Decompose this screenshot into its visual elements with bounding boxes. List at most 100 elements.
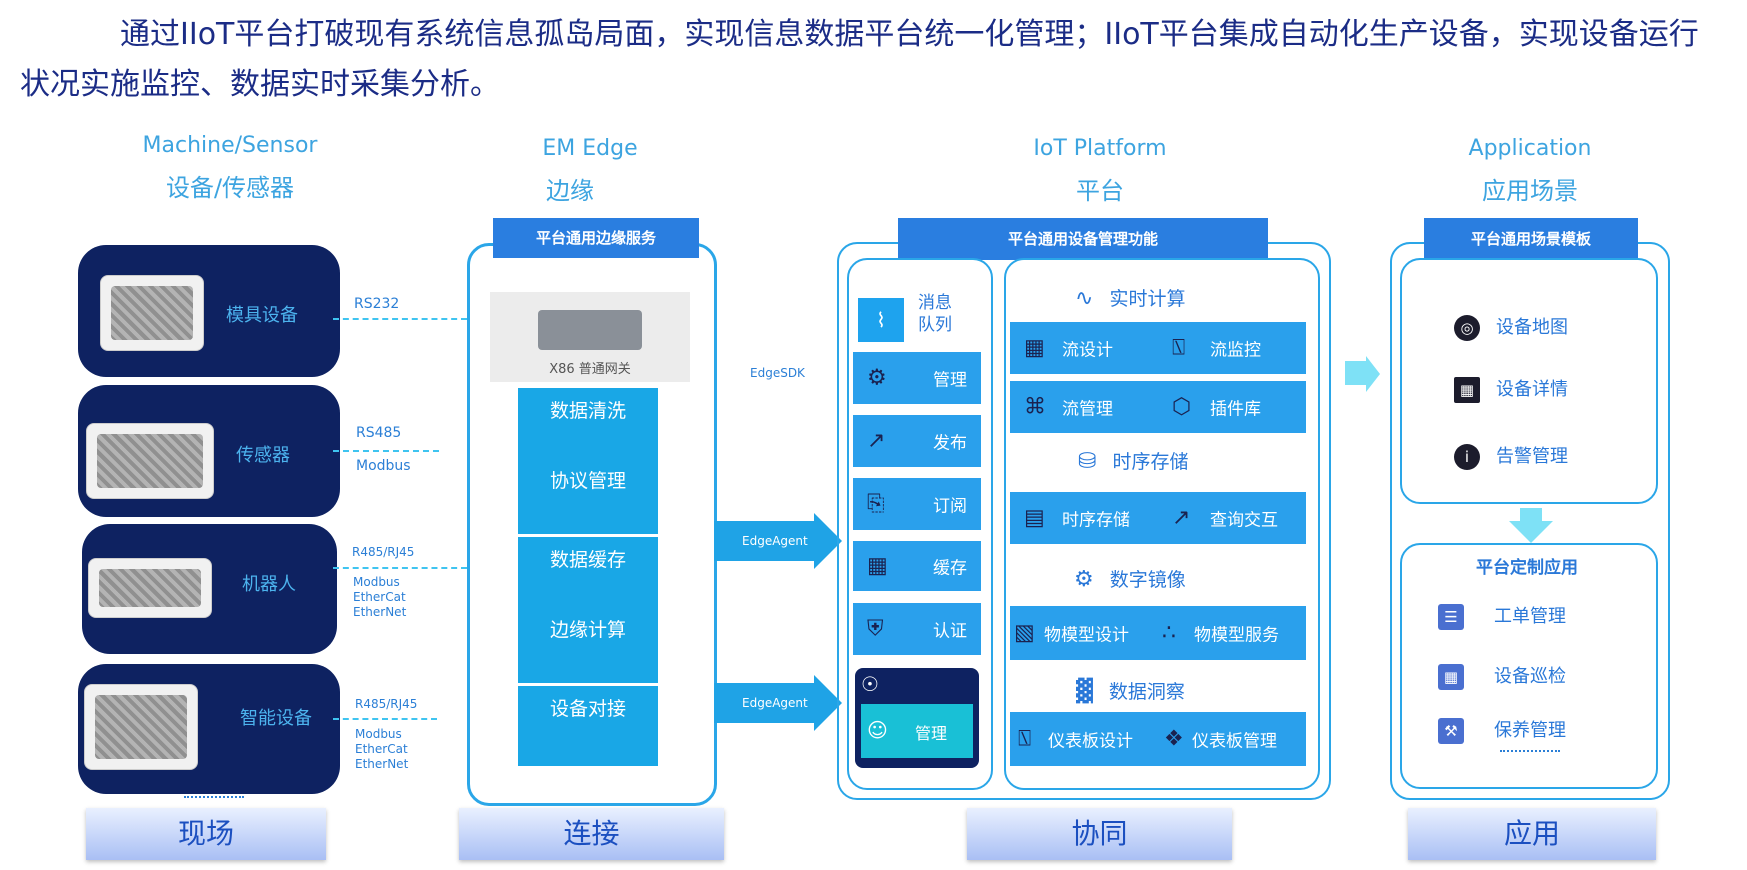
gateway-label: X86 普通网关: [549, 362, 631, 377]
plugin-library-item[interactable]: ⬡插件库: [1158, 381, 1306, 433]
template-label: 设备地图: [1496, 317, 1568, 338]
platform-tile-manage[interactable]: ⚙ 管理: [853, 352, 981, 404]
device-robot[interactable]: 机器人: [82, 524, 337, 654]
platform-left-frame: [847, 258, 993, 790]
section-row: ⌘流管理 ⬡插件库: [1010, 381, 1306, 433]
sensor-image: [86, 423, 214, 499]
protocol-label: RS485: [356, 425, 402, 441]
custom-inspection[interactable]: ▦ 设备巡检: [1438, 662, 1566, 690]
item-label: 流监控: [1210, 340, 1261, 361]
template-alarm-manage[interactable]: i 告警管理: [1454, 442, 1568, 470]
calendar-icon: ▦: [1438, 664, 1464, 690]
item-label: 仪表板管理: [1192, 731, 1277, 752]
custom-label: 保养管理: [1494, 720, 1566, 741]
custom-maintenance[interactable]: ⚒保养管理: [1438, 716, 1566, 744]
flow-monitor-item[interactable]: ⍂流监控: [1158, 322, 1306, 374]
template-label: 告警管理: [1496, 446, 1568, 467]
application-heading: Application 应用场景: [1440, 136, 1620, 206]
edge-service-block: 数据缓存 边缘计算: [518, 537, 658, 683]
shield-icon: ⛨: [867, 616, 884, 642]
dashboard-design-item[interactable]: ⍂仪表板设计: [1010, 712, 1158, 766]
platform-tile-subscribe[interactable]: ⎘ 订阅: [853, 478, 981, 530]
protocol-label: R485/RJ45: [355, 697, 418, 711]
device-label: 传感器: [236, 445, 290, 466]
custom-work-order[interactable]: ☰工单管理: [1438, 602, 1566, 630]
section-row: ⍂仪表板设计 ❖ 仪表板管理: [1010, 712, 1306, 766]
platform-manage-card[interactable]: ☉ ☺ 管理: [855, 668, 979, 768]
protocol-label: R485/RJ45: [352, 545, 415, 559]
protocol-label: EtherCat: [355, 742, 408, 756]
section-row: ▧物模型设计 ∴ 物模型服务: [1010, 606, 1306, 660]
edge-service[interactable]: 数据缓存: [549, 549, 626, 571]
device-label: 机器人: [242, 574, 296, 595]
tile-label: 认证: [933, 621, 967, 642]
edge-bar-title: 平台通用边缘服务: [493, 218, 699, 258]
application-heading-en: Application: [1468, 136, 1592, 161]
clipboard-icon: ⎘: [867, 491, 885, 517]
gear-icon: ⚙: [867, 365, 887, 391]
section-title-twin: ⚙数字镜像: [1074, 565, 1186, 592]
edge-service[interactable]: 设备对接: [549, 698, 626, 720]
templates-frame: [1400, 258, 1658, 504]
query-interaction-item[interactable]: ↗查询交互: [1158, 492, 1306, 544]
smart-device-image: [84, 684, 198, 770]
machine-heading-en: Machine/Sensor: [142, 133, 318, 158]
section-title-realtime: ∿实时计算: [1075, 284, 1185, 311]
section-title: 数字镜像: [1109, 569, 1186, 591]
platform-tile-auth[interactable]: ⛨ 认证: [853, 603, 981, 655]
section-title: 时序存储: [1112, 451, 1189, 473]
footer-connect: 连接: [459, 808, 724, 860]
edge-service[interactable]: 数据清洗: [549, 400, 626, 422]
gateway-card[interactable]: X86 普通网关: [490, 292, 690, 382]
edge-heading-cn: 边缘: [546, 177, 594, 205]
item-label: 时序存储: [1062, 510, 1130, 531]
box-icon: ▧: [1014, 620, 1035, 646]
template-device-detail[interactable]: ▦设备详情: [1454, 375, 1568, 403]
platform-tile-publish[interactable]: ↗ 发布: [853, 415, 981, 467]
qrcode-icon: ▦: [1454, 377, 1480, 403]
section-row: ▤ 时序存储 ↗查询交互: [1010, 492, 1306, 544]
platform-tile-cache[interactable]: ▦ 缓存: [853, 541, 981, 591]
arrow-right-icon: [1366, 356, 1380, 392]
device-smart[interactable]: 智能设备: [78, 664, 340, 794]
tile-label: 管理: [915, 724, 948, 743]
custom-frame: [1400, 543, 1658, 789]
thing-model-service-item[interactable]: ∴ 物模型服务: [1158, 606, 1306, 660]
custom-label: 设备巡检: [1494, 666, 1566, 687]
protocol-label: Modbus: [355, 727, 402, 741]
item-label: 查询交互: [1210, 510, 1278, 531]
server-icon: ▤: [1024, 505, 1045, 531]
tile-label: 订阅: [933, 496, 967, 517]
manage-subcard: ☺ 管理: [861, 704, 973, 758]
section-row: ▦流设计 ⍂流监控: [1010, 322, 1306, 374]
connector-line: [333, 718, 437, 720]
platform-heading-cn: 平台: [1076, 177, 1124, 205]
thing-model-design-item[interactable]: ▧物模型设计: [1010, 606, 1158, 660]
platform-right-frame: [1004, 258, 1320, 790]
device-sensor[interactable]: 传感器: [78, 385, 340, 517]
edge-service[interactable]: 边缘计算: [549, 619, 626, 641]
edge-sdk-label: EdgeSDK: [750, 366, 805, 380]
item-label: 物模型服务: [1194, 625, 1279, 646]
protocol-label: EtherNet: [353, 605, 407, 619]
globe-icon: ◎: [1454, 315, 1480, 341]
edge-heading: EM Edge 边缘: [520, 136, 660, 206]
edge-service[interactable]: 协议管理: [549, 470, 626, 492]
qrcode-icon: ▦: [1024, 335, 1045, 361]
template-device-map[interactable]: ◎ 设备地图: [1454, 313, 1568, 341]
dashboard-manage-item[interactable]: ❖ 仪表板管理: [1158, 712, 1306, 766]
info-icon: i: [1454, 444, 1480, 470]
section-title: 实时计算: [1109, 288, 1186, 310]
flow-design-item[interactable]: ▦流设计: [1010, 322, 1158, 374]
timeseries-storage-item[interactable]: ▤ 时序存储: [1010, 492, 1158, 544]
section-title: 数据洞察: [1108, 681, 1185, 703]
audio-wave-icon: ⌇: [858, 298, 904, 342]
item-label: 仪表板设计: [1048, 731, 1133, 752]
device-mold[interactable]: 模具设备: [78, 245, 340, 377]
flow-arrow-body: [1345, 361, 1367, 385]
share-nodes-icon: ∴: [1162, 620, 1176, 646]
platform-heading-en: IoT Platform: [1033, 136, 1167, 161]
users-icon: ☺: [867, 718, 888, 742]
layers-icon: ❖: [1164, 726, 1184, 752]
flow-manage-item[interactable]: ⌘流管理: [1010, 381, 1158, 433]
